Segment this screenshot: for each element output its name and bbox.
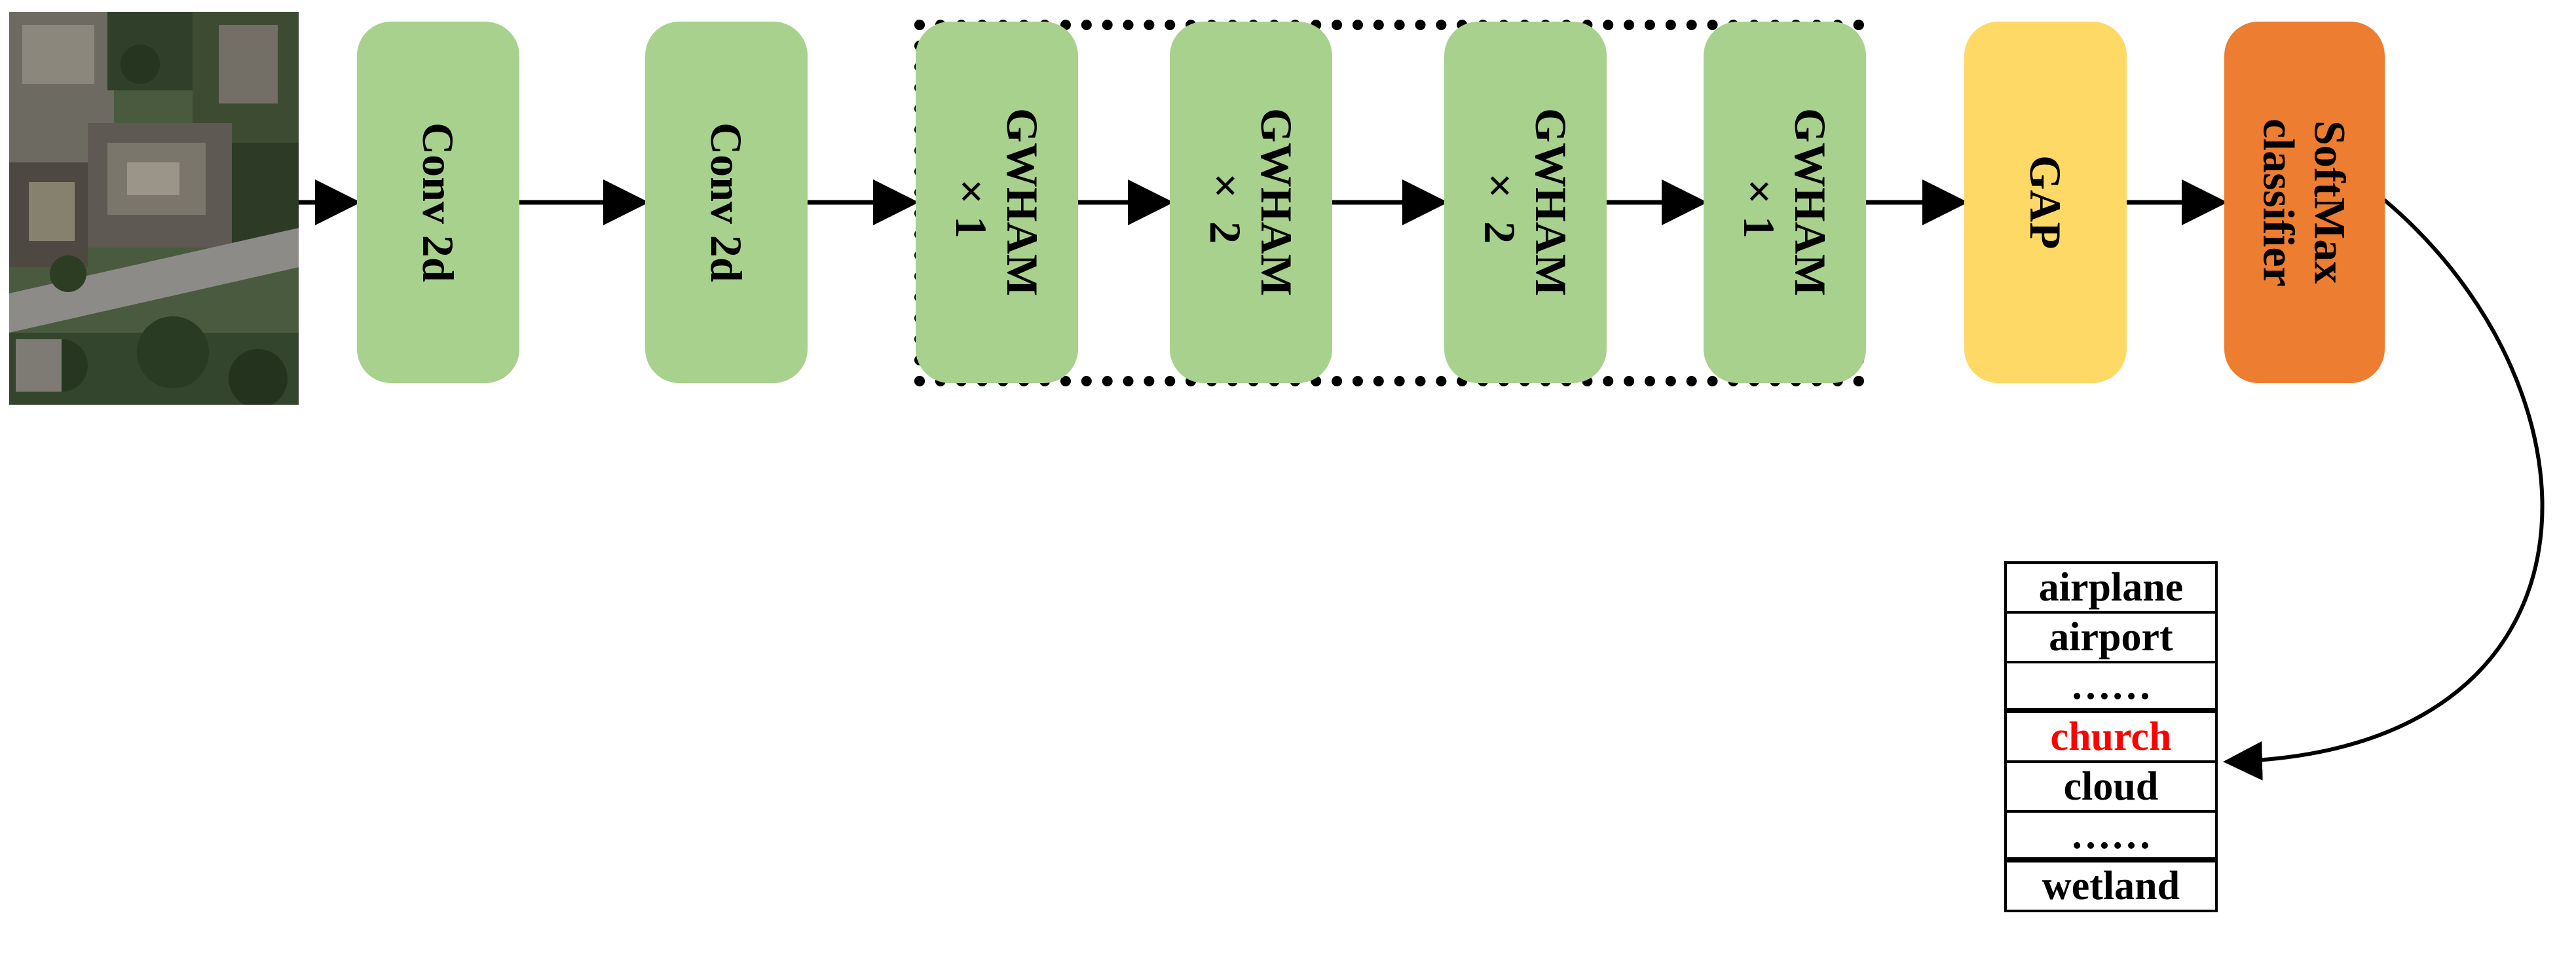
block-classifier-label: classifier [2254,118,2304,287]
block-gwham-2: GWHAM × 2 [1170,22,1332,383]
class-row-airplane: airplane [2004,561,2218,614]
arrow-softmax-to-class-church [2223,198,2545,781]
class-list: airplane airport …… church cloud …… wetl… [2004,561,2218,912]
block-gwham-4-multiplier: ×1 [1734,166,1784,238]
block-gwham-3-multiplier: × 2 [1475,160,1525,244]
class-row-ellipsis-1: …… [2004,661,2218,713]
block-conv2d-2-label: Conv 2d [701,122,752,282]
block-conv2d-1-label: Conv 2d [413,122,464,282]
block-gwham-2-label: GWHAM [1252,108,1302,297]
class-row-airport: airport [2004,611,2218,663]
block-softmax-label: SoftMax [2305,120,2355,284]
block-gwham-3: GWHAM × 2 [1444,22,1607,383]
block-gwham-2-multiplier: × 2 [1201,160,1250,244]
class-row-wetland: wetland [2004,860,2218,912]
block-gwham-1: GWHAM ×1 [916,22,1078,383]
class-row-church: church [2004,711,2218,763]
block-gwham-4: GWHAM ×1 [1704,22,1866,383]
block-gwham-4-label: GWHAM [1785,108,1836,297]
block-gap-label: GAP [2021,155,2071,250]
block-gap: GAP [1964,22,2127,383]
block-softmax-classifier: SoftMax classifier [2224,22,2385,383]
block-gwham-3-label: GWHAM [1526,108,1577,297]
class-row-cloud: cloud [2004,760,2218,813]
block-conv2d-1: Conv 2d [357,22,519,383]
block-gwham-1-label: GWHAM [998,108,1048,297]
block-gwham-1-multiplier: ×1 [946,166,996,238]
block-conv2d-2: Conv 2d [645,22,808,383]
input-aerial-image [9,12,299,405]
aerial-photo-graphic [9,12,299,405]
class-row-ellipsis-2: …… [2004,810,2218,862]
